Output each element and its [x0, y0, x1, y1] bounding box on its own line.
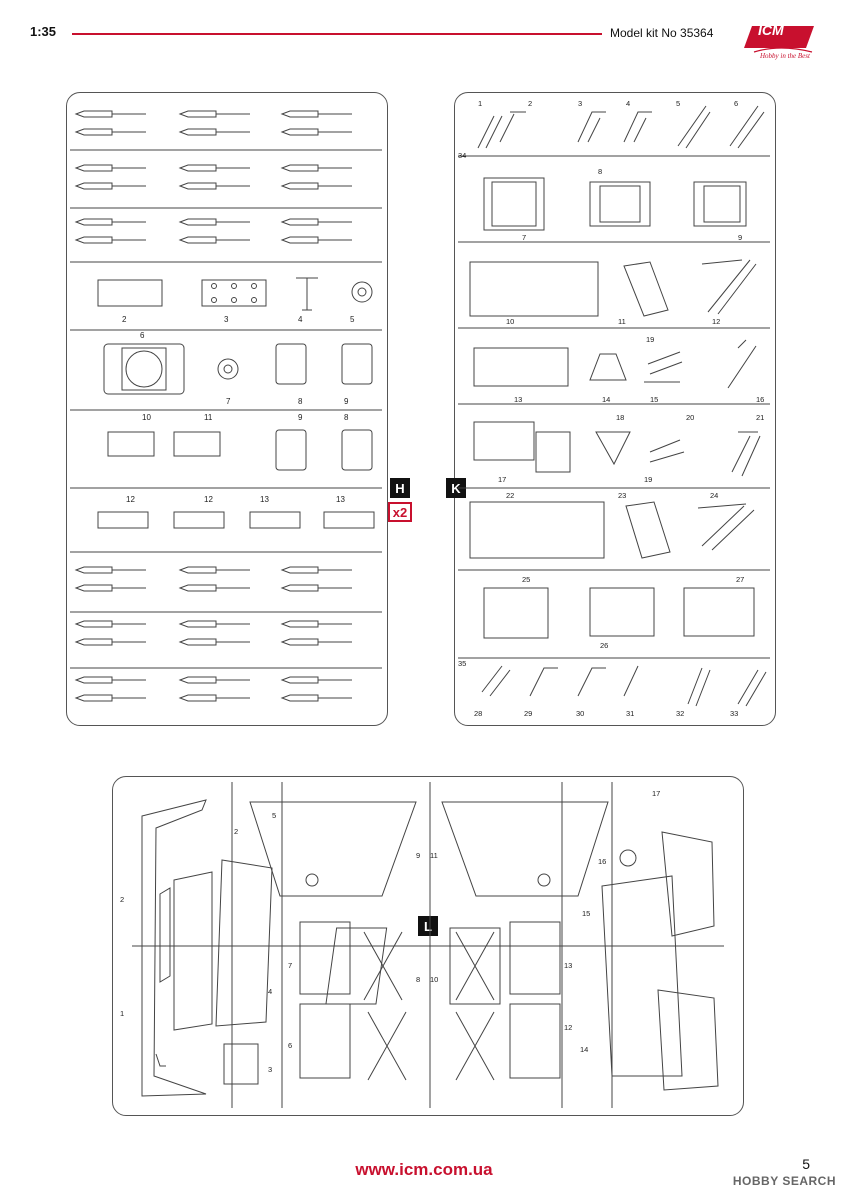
k-part-29-label: 29: [524, 709, 532, 718]
k-part-32-label: 32: [676, 709, 684, 718]
k-part-24-label: 24: [710, 491, 718, 500]
k-part-6-label: 6: [734, 99, 738, 108]
k-part-27-label: 27: [736, 575, 744, 584]
l-part-3-label: 3: [268, 1065, 272, 1074]
k-part-5-label: 5: [676, 99, 680, 108]
h-part-7-label: 7: [226, 397, 231, 406]
h-part-4-label: 4: [298, 315, 303, 324]
l-part-2-label: 2: [234, 827, 238, 836]
sprue-h-frame: [66, 92, 388, 726]
h-part-13-label: 13: [260, 495, 269, 504]
h-part-8b-label: 8: [344, 413, 349, 422]
h-part-12b-label: 12: [204, 495, 213, 504]
l-part-13-label: 13: [564, 961, 572, 970]
l-part-10-label: 10: [430, 975, 438, 984]
sprue-h-badge: H: [390, 478, 410, 498]
k-part-25-label: 25: [522, 575, 530, 584]
page-number: 5: [802, 1156, 810, 1172]
l-part-1-label: 1: [120, 1009, 124, 1018]
k-part-2-label: 2: [528, 99, 532, 108]
sprue-h-multiplier: x2: [388, 502, 412, 522]
sprue-l-parts: 2 2 1 7 4 6 3 9 11 8 10 16 15 13 12 14 1…: [120, 782, 724, 1108]
l-part-16-label: 16: [598, 857, 606, 866]
l-part-6-label: 6: [288, 1041, 292, 1050]
k-part-16-label: 16: [756, 395, 764, 404]
l-part-2b-label: 2: [120, 895, 124, 904]
k-part-30-label: 30: [576, 709, 584, 718]
sprue-k-badge: K: [446, 478, 466, 498]
h-part-8-label: 8: [298, 397, 303, 406]
k-part-10-label: 10: [506, 317, 514, 326]
logo-shape-icon: [744, 26, 814, 53]
k-part-4-label: 4: [626, 99, 630, 108]
k-part-19-label: 19: [646, 335, 654, 344]
k-part-7-label: 7: [522, 233, 526, 242]
scale-label: 1:35: [30, 24, 57, 39]
l-part-12-label: 12: [564, 1023, 572, 1032]
k-part-18-label: 18: [616, 413, 624, 422]
l-part-5-label: 5: [272, 811, 276, 820]
l-part-9-label: 9: [416, 851, 420, 860]
k-part-17-label: 17: [498, 475, 506, 484]
h-part-9b-label: 9: [298, 413, 303, 422]
k-part-26-label: 26: [600, 641, 608, 650]
kit-number-label: Model kit No 35364: [610, 26, 714, 40]
h-part-3-label: 3: [224, 315, 229, 324]
k-part-23-label: 23: [618, 491, 626, 500]
k-part-11-label: 11: [618, 317, 626, 326]
k-part-14-label: 14: [602, 395, 610, 404]
h-part-5-label: 5: [350, 315, 355, 324]
k-part-20-label: 20: [686, 413, 694, 422]
k-part-33-label: 33: [730, 709, 738, 718]
sprue-k-parts: 1 2 3 4 5 6 34 7 8 9 10 11 12 19 13 14 1…: [458, 99, 770, 718]
sprue-h-parts: 2 3 4 5 6 7 8 9 10 11 9 8 12 12 13 13: [70, 110, 382, 702]
l-part-17-label: 17: [652, 789, 660, 798]
l-part-14-label: 14: [580, 1045, 588, 1054]
hobbysearch-watermark: HOBBY SEARCH: [732, 1174, 836, 1188]
k-part-21-label: 21: [756, 413, 764, 422]
k-part-3-label: 3: [578, 99, 582, 108]
k-part-35-label: 35: [458, 659, 466, 668]
l-part-11-label: 11: [430, 851, 438, 860]
k-part-13-label: 13: [514, 395, 522, 404]
h-part-2-label: 2: [122, 315, 127, 324]
sprue-l-badge: L: [418, 916, 438, 936]
h-part-11-label: 11: [204, 413, 213, 422]
logo-text: ICM: [758, 22, 784, 38]
header-rule: [72, 33, 602, 35]
k-part-19b-label: 19: [644, 475, 652, 484]
k-part-8-label: 8: [598, 167, 602, 176]
logo-tagline: Hobby in the Best: [760, 52, 810, 60]
k-part-22-label: 22: [506, 491, 514, 500]
k-part-31-label: 31: [626, 709, 634, 718]
h-part-9-label: 9: [344, 397, 349, 406]
l-part-7-label: 7: [288, 961, 292, 970]
k-part-15-label: 15: [650, 395, 658, 404]
k-part-1-label: 1: [478, 99, 482, 108]
l-part-8-label: 8: [416, 975, 420, 984]
h-part-10-label: 10: [142, 413, 151, 422]
h-part-6-label: 6: [140, 331, 145, 340]
l-part-4-label: 4: [268, 987, 272, 996]
k-part-12-label: 12: [712, 317, 720, 326]
k-part-9-label: 9: [738, 233, 742, 242]
h-part-12-label: 12: [126, 495, 135, 504]
k-part-34-label: 34: [458, 151, 466, 160]
sprue-k-frame: [454, 92, 776, 726]
h-part-13b-label: 13: [336, 495, 345, 504]
k-part-28-label: 28: [474, 709, 482, 718]
l-part-15-label: 15: [582, 909, 590, 918]
icm-logo: ICM Hobby in the Best: [740, 22, 820, 66]
website-url[interactable]: www.icm.com.ua: [355, 1160, 493, 1179]
